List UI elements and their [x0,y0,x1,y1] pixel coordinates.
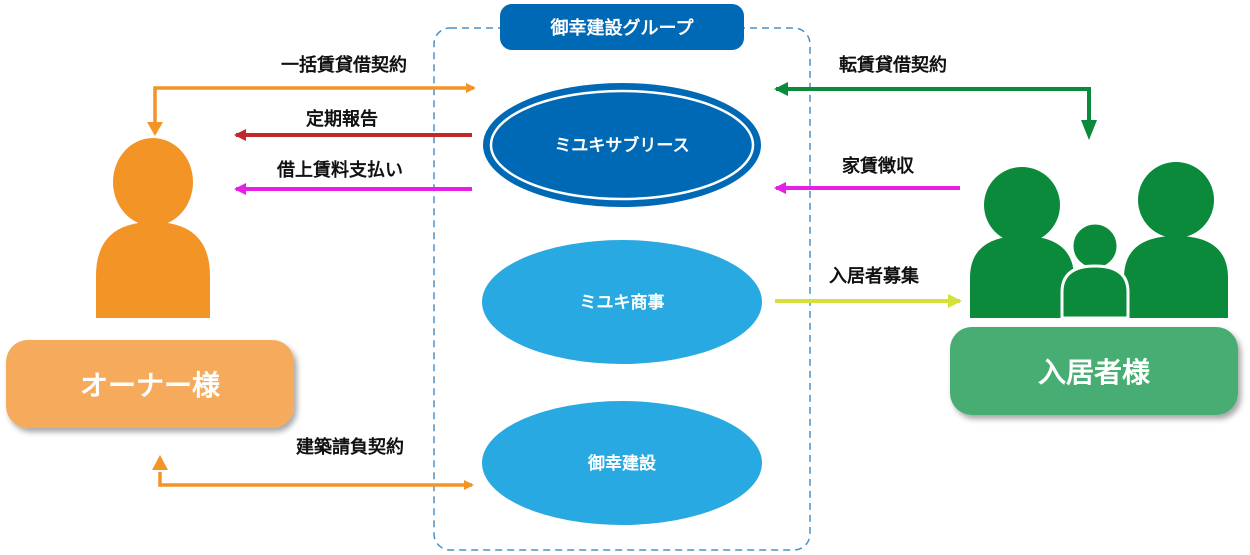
owner-label-box: オーナー様 [6,340,294,428]
lump-sum-lease-label: 一括賃貸借契約 [281,54,407,76]
company-shoji-label: ミユキ商事 [580,292,665,313]
periodic-report-label: 定期報告 [306,108,378,130]
construction-contract-arrow [158,472,474,490]
resident-family-icon [970,162,1228,320]
company-kensetsu: 御幸建設 [482,401,762,525]
construction-contract-arrowhead-owner [152,455,168,470]
rent-collection-label: 家賃徴収 [842,155,915,177]
rent-payment-label: 借上賃料支払い [276,159,403,181]
group-title: 御幸建設グループ [550,17,695,39]
company-shoji: ミユキ商事 [482,240,762,364]
sublease-contract-arrow [774,82,1091,126]
construction-contract-label: 建築請負契約 [296,436,404,458]
resident-label-box: 入居者様 [950,327,1238,415]
company-sublease: ミユキサブリース [483,83,761,207]
group-title-badge: 御幸建設グループ [500,4,744,50]
company-sublease-label: ミユキサブリース [554,135,689,156]
lump-sum-lease-arrow [153,83,476,132]
owner-person-icon [96,138,210,318]
tenant-recruitment-label: 入居者募集 [829,265,920,287]
sublease-contract-arrowhead-resident [1081,120,1097,140]
lump-sum-lease-arrowhead-owner [147,122,163,136]
sublease-contract-label: 転賃貸借契約 [839,54,947,76]
company-kensetsu-label: 御幸建設 [587,453,657,474]
resident-label: 入居者様 [1038,356,1151,389]
owner-label: オーナー様 [80,369,221,402]
